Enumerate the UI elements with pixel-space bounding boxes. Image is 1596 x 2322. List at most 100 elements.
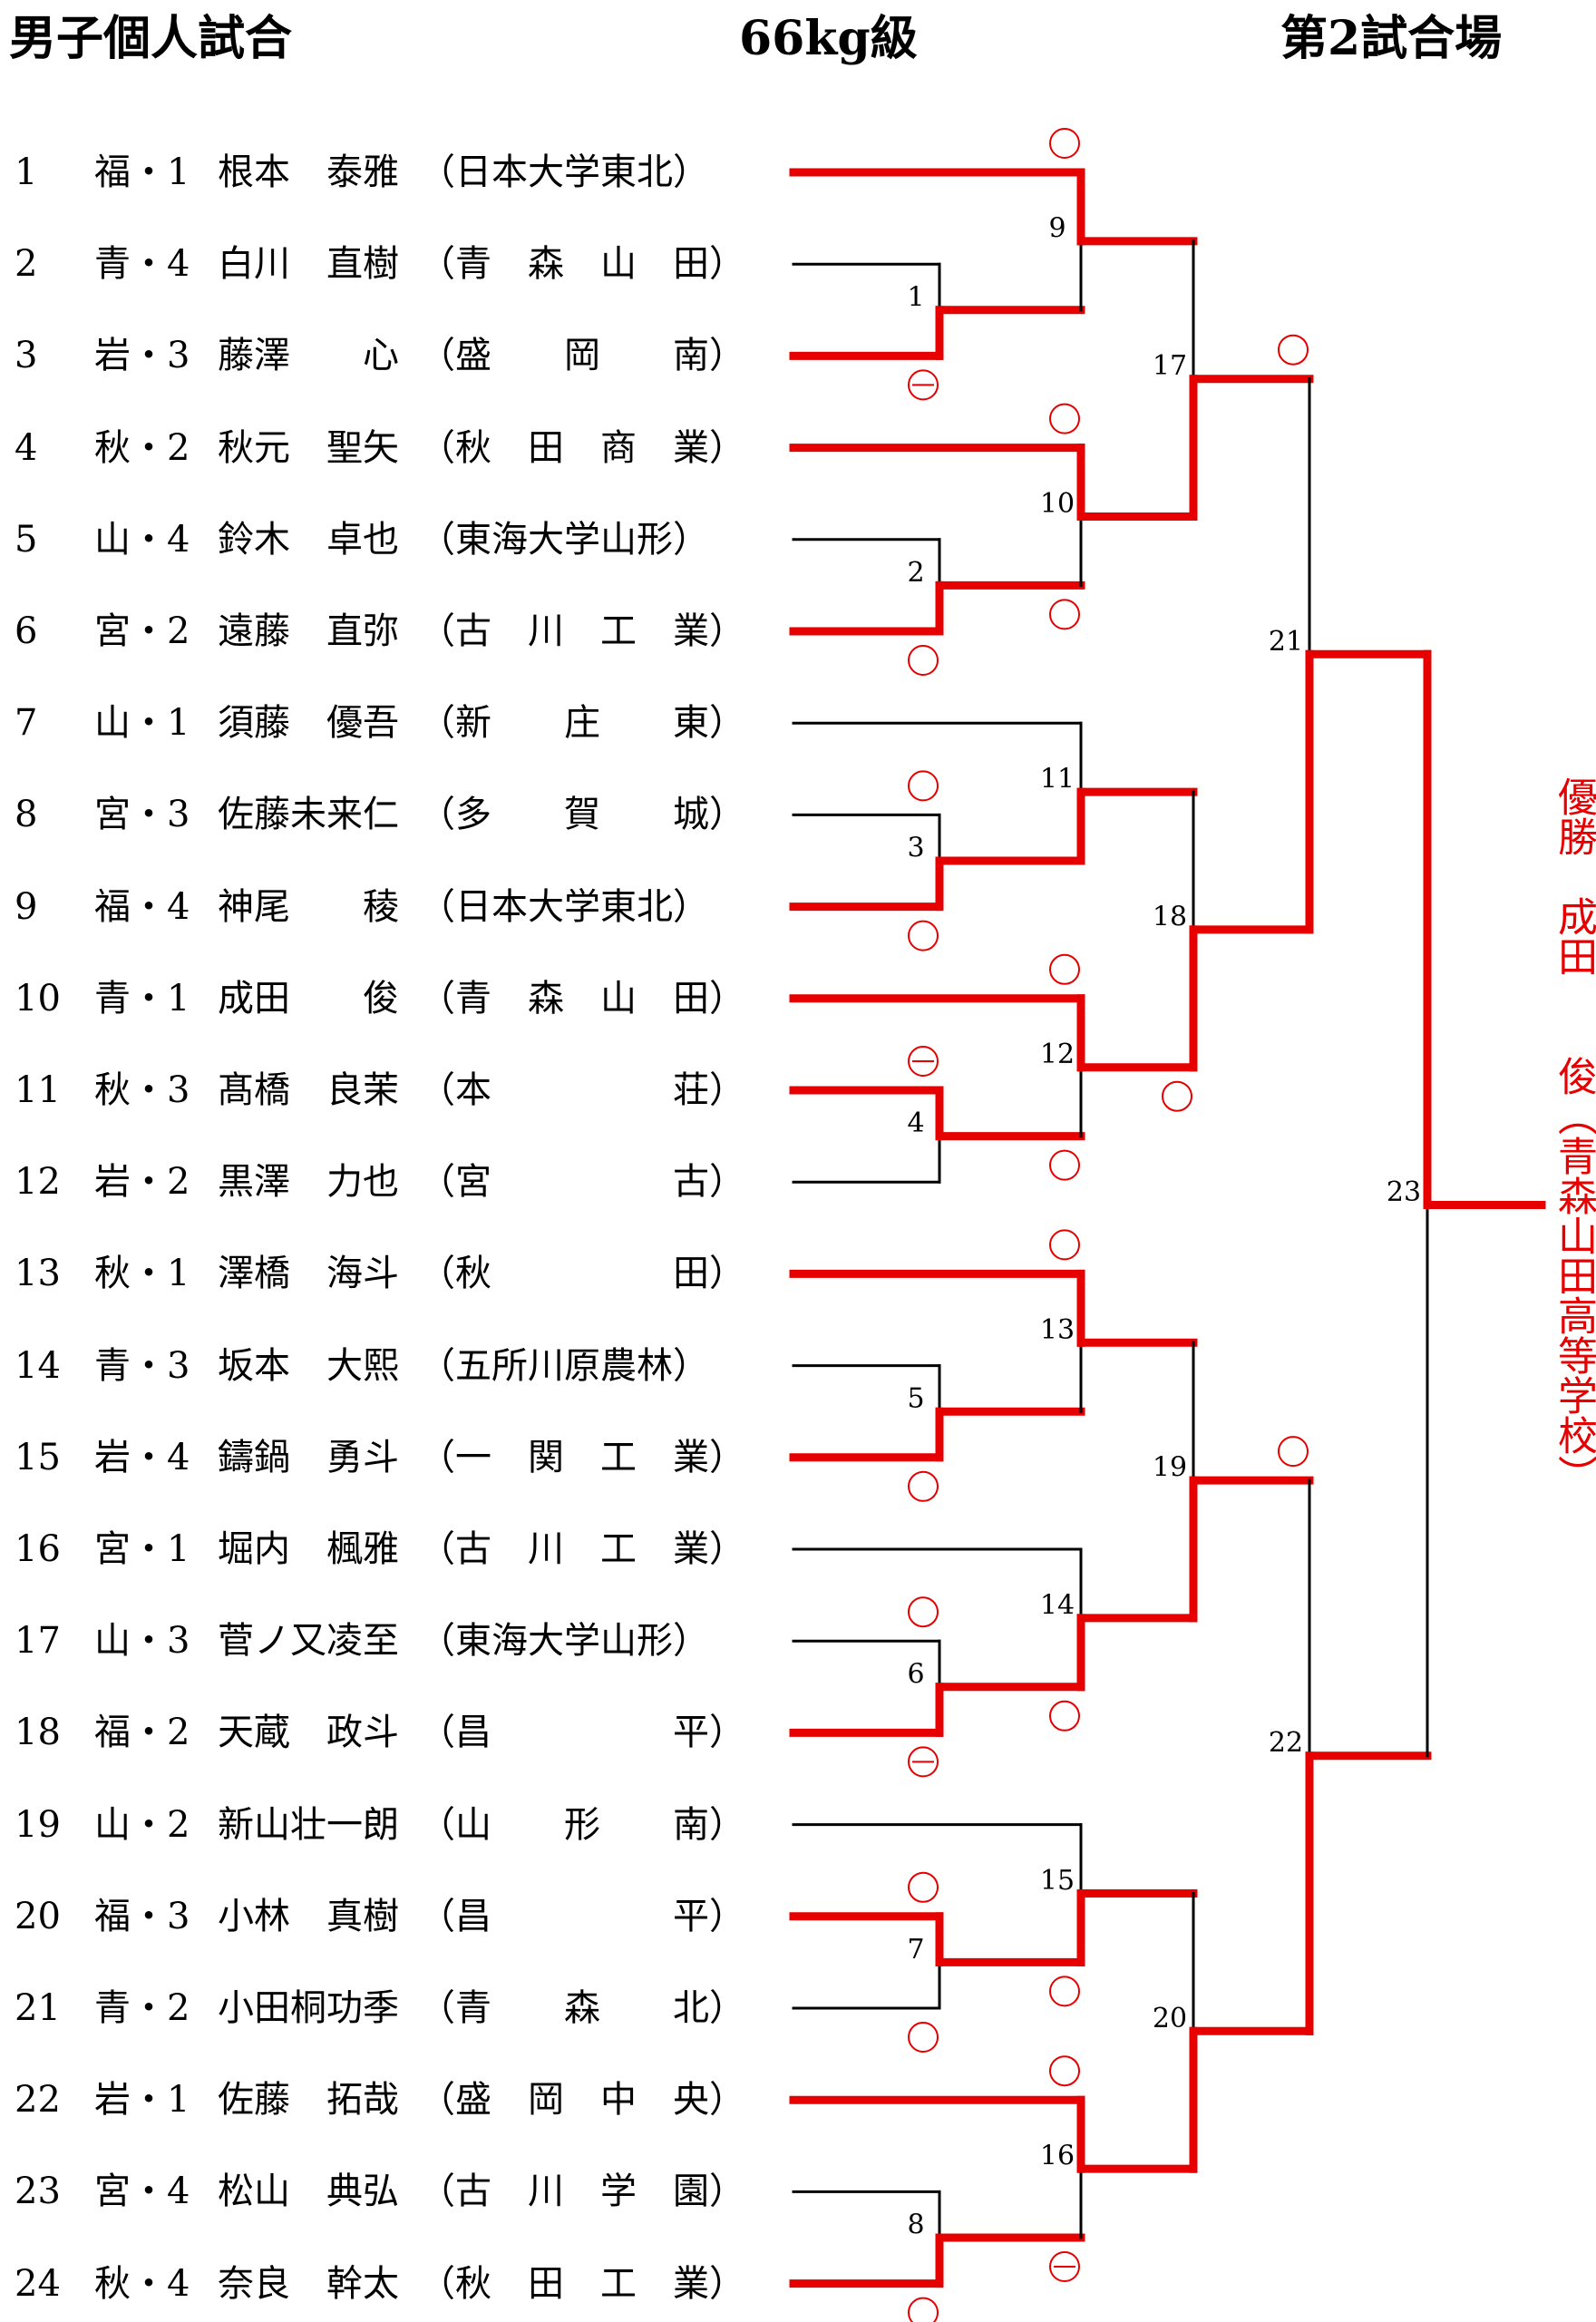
result-mark bbox=[1278, 1436, 1309, 1468]
match-number: 20 bbox=[1153, 2003, 1187, 2034]
result-mark bbox=[1049, 1700, 1080, 1732]
result-mark bbox=[1049, 1229, 1080, 1261]
event-title: 男子個人試合 bbox=[9, 11, 293, 66]
player-name: 藤澤 心 bbox=[218, 335, 399, 377]
seed-number: 9 bbox=[15, 885, 38, 928]
prefecture-grade: 秋・4 bbox=[94, 2262, 190, 2305]
seed-number: 20 bbox=[15, 1895, 61, 1937]
school-name: （宮 古） bbox=[419, 1161, 745, 1204]
seed-number: 12 bbox=[15, 1161, 61, 1204]
school-name: （古 川 工 業） bbox=[419, 1528, 745, 1570]
match-number: 5 bbox=[907, 1383, 924, 1415]
result-mark bbox=[908, 1871, 939, 1903]
player-name: 奈良 幹太 bbox=[218, 2262, 399, 2305]
seed-number: 19 bbox=[15, 1803, 61, 1846]
match-number: 11 bbox=[1040, 764, 1075, 795]
prefecture-grade: 福・1 bbox=[94, 151, 190, 193]
result-mark bbox=[1049, 2251, 1080, 2282]
player-name: 松山 典弘 bbox=[218, 2171, 399, 2213]
seed-number: 8 bbox=[15, 794, 38, 836]
seed-number: 2 bbox=[15, 243, 38, 286]
venue-title: 第2試合場 bbox=[1280, 11, 1503, 66]
prefecture-grade: 宮・4 bbox=[94, 2171, 190, 2213]
prefecture-grade: 福・3 bbox=[94, 1895, 190, 1937]
result-mark bbox=[908, 1470, 939, 1502]
prefecture-grade: 宮・3 bbox=[94, 794, 190, 836]
school-name: （秋 田 商 業） bbox=[419, 426, 745, 469]
school-name: （昌 平） bbox=[419, 1712, 745, 1754]
match-number: 10 bbox=[1040, 488, 1075, 520]
school-name: （昌 平） bbox=[419, 1895, 745, 1937]
player-name: 成田 俊 bbox=[218, 977, 399, 1020]
result-mark bbox=[1049, 2055, 1080, 2087]
prefecture-grade: 山・3 bbox=[94, 1620, 190, 1663]
match-number: 4 bbox=[907, 1107, 924, 1139]
school-name: （山 形 南） bbox=[419, 1803, 745, 1846]
school-name: （日本大学東北） bbox=[419, 885, 709, 928]
prefecture-grade: 秋・2 bbox=[94, 426, 190, 469]
prefecture-grade: 福・2 bbox=[94, 1712, 190, 1754]
prefecture-grade: 福・4 bbox=[94, 885, 190, 928]
seed-number: 4 bbox=[15, 426, 38, 469]
player-name: 須藤 優吾 bbox=[218, 702, 399, 745]
player-name: 天蔵 政斗 bbox=[218, 1712, 399, 1754]
match-number: 22 bbox=[1269, 1727, 1303, 1759]
result-mark bbox=[1049, 1976, 1080, 2007]
match-number: 15 bbox=[1040, 1865, 1075, 1897]
seed-number: 22 bbox=[15, 2079, 61, 2122]
seed-number: 24 bbox=[15, 2262, 61, 2305]
player-name: 坂本 大熙 bbox=[218, 1344, 399, 1387]
prefecture-grade: 青・2 bbox=[94, 1987, 190, 2029]
school-name: （青 森 北） bbox=[419, 1987, 745, 2029]
player-name: 小田桐功季 bbox=[218, 1987, 399, 2029]
match-number: 13 bbox=[1040, 1314, 1075, 1346]
prefecture-grade: 岩・4 bbox=[94, 1436, 190, 1478]
prefecture-grade: 山・2 bbox=[94, 1803, 190, 1846]
match-number: 17 bbox=[1153, 350, 1187, 382]
prefecture-grade: 山・4 bbox=[94, 518, 190, 561]
seed-number: 7 bbox=[15, 702, 38, 745]
player-name: 遠藤 直弥 bbox=[218, 610, 399, 652]
player-name: 黒澤 力也 bbox=[218, 1161, 399, 1204]
player-name: 鈴木 卓也 bbox=[218, 518, 399, 561]
school-name: （古 川 学 園） bbox=[419, 2171, 745, 2213]
result-mark bbox=[1049, 128, 1080, 159]
match-number: 7 bbox=[907, 1934, 924, 1966]
school-name: （青 森 山 田） bbox=[419, 977, 745, 1020]
school-name: （一 関 工 業） bbox=[419, 1436, 745, 1478]
school-name: （東海大学山形） bbox=[419, 1620, 709, 1663]
match-number: 6 bbox=[907, 1658, 924, 1690]
result-mark bbox=[908, 369, 939, 401]
player-name: 堀内 楓雅 bbox=[218, 1528, 399, 1570]
seed-number: 6 bbox=[15, 610, 38, 652]
seed-number: 21 bbox=[15, 1987, 61, 2029]
result-mark bbox=[1049, 1149, 1080, 1181]
prefecture-grade: 岩・2 bbox=[94, 1161, 190, 1204]
seed-number: 15 bbox=[15, 1436, 61, 1478]
match-number: 8 bbox=[907, 2210, 924, 2241]
prefecture-grade: 青・1 bbox=[94, 977, 190, 1020]
match-number: 2 bbox=[907, 557, 924, 589]
player-name: 鑄鍋 勇斗 bbox=[218, 1436, 399, 1478]
seed-number: 5 bbox=[15, 518, 38, 561]
seed-number: 13 bbox=[15, 1253, 61, 1295]
prefecture-grade: 秋・3 bbox=[94, 1069, 190, 1111]
